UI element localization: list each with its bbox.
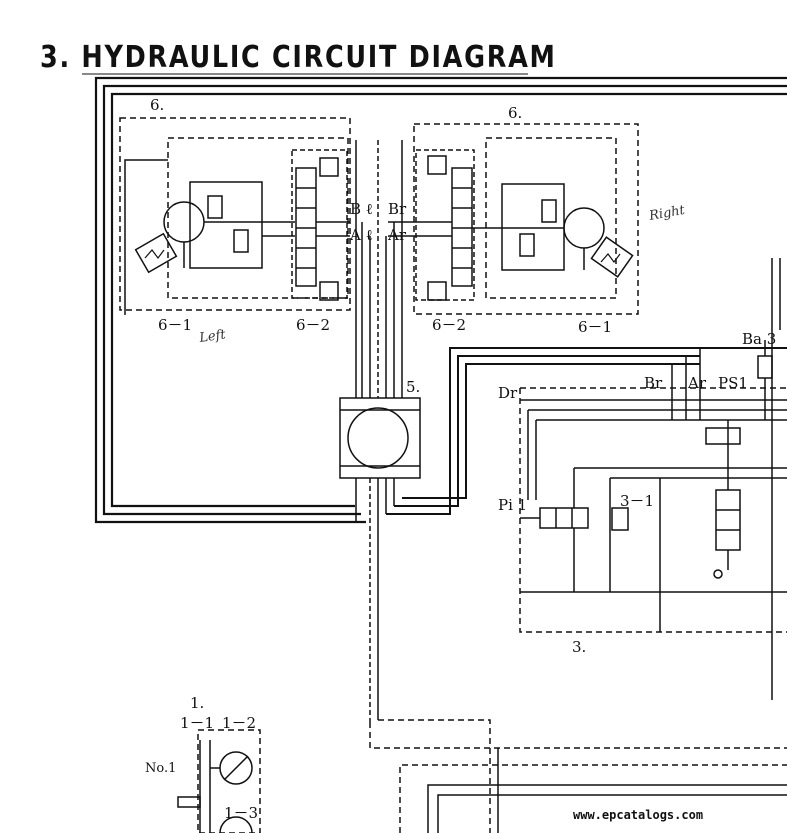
page-title: 3. HYDRAULIC CIRCUIT DIAGRAM xyxy=(40,40,557,75)
label-unit-left: 6. xyxy=(150,96,164,114)
label-left-6-2: 6－2 xyxy=(296,316,330,334)
label-pump-1-1: 1－1 xyxy=(180,714,214,732)
handwritten-left: Left xyxy=(197,327,227,346)
label-pi1: Pi 1 xyxy=(498,496,527,514)
label-valve-3-1: 3－1 xyxy=(620,492,654,510)
label-bl: B ℓ xyxy=(350,200,373,218)
label-valve-3: 3. xyxy=(572,638,586,656)
label-no1: No.1 xyxy=(145,761,176,776)
label-br-top: Br xyxy=(388,200,407,218)
label-br-mid: Br xyxy=(644,374,663,392)
handwritten-right: Right xyxy=(647,203,687,224)
label-pump-1-3: 1－3 xyxy=(224,804,258,822)
label-ar-top: Ar xyxy=(387,226,407,244)
label-ps1: PS1 xyxy=(718,374,748,392)
label-pump-1-2: 1－2 xyxy=(222,714,256,732)
label-pump-1: 1. xyxy=(190,694,204,712)
label-ar-mid: Ar xyxy=(687,374,707,392)
label-right-6-1: 6－1 xyxy=(578,318,612,336)
watermark: www.epcatalogs.com xyxy=(573,808,704,822)
label-ba3: Ba 3 xyxy=(742,330,776,348)
label-unit-right: 6. xyxy=(508,104,522,122)
label-left-6-1: 6－1 xyxy=(158,316,192,334)
label-swivel: 5. xyxy=(406,378,420,396)
label-dr: Dr xyxy=(498,384,518,402)
label-right-6-2: 6－2 xyxy=(432,316,466,334)
label-al: A ℓ xyxy=(349,226,373,244)
